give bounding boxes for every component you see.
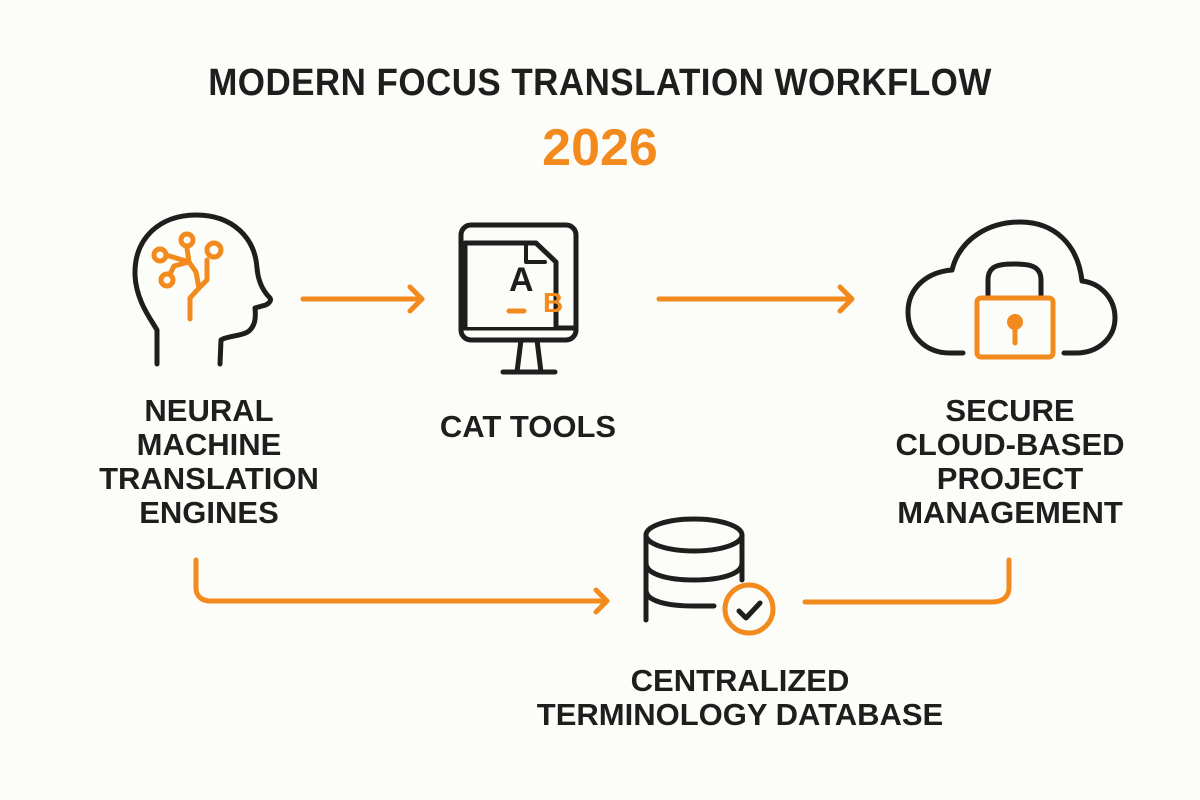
monitor-document-ab-icon <box>458 222 579 375</box>
label-line: TERMINOLOGY DATABASE <box>536 697 944 732</box>
node-label-cloud: SECURE CLOUD-BASED PROJECT MANAGEMENT <box>875 394 1145 530</box>
label-line: TRANSLATION <box>99 461 319 496</box>
label-line: CENTRALIZED <box>630 663 850 698</box>
label-line: CLOUD-BASED <box>895 427 1125 462</box>
line-cloud-to-termdb <box>802 557 1012 605</box>
node-label-cat: CAT TOOLS <box>418 410 638 444</box>
diagram-title: MODERN FOCUS TRANSLATION WORKFLOW <box>208 62 992 104</box>
doc-letter-a: A <box>509 261 534 299</box>
label-line: PROJECT <box>936 461 1084 496</box>
label-line: MANAGEMENT <box>897 495 1123 530</box>
node-label-nmt: NEURAL MACHINE TRANSLATION ENGINES <box>90 394 328 530</box>
database-check-icon <box>643 516 776 636</box>
arrow-cat-to-cloud <box>656 284 855 314</box>
cloud-lock-icon <box>905 219 1118 360</box>
label-line: CAT TOOLS <box>439 409 617 444</box>
head-circuit-icon <box>132 212 273 367</box>
arrow-nmt-to-termdb <box>193 557 610 615</box>
doc-letter-b: B <box>543 287 563 318</box>
label-line: SECURE <box>945 393 1075 428</box>
label-line: ENGINES <box>139 495 279 530</box>
arrow-nmt-to-cat <box>300 284 425 314</box>
label-line: MACHINE <box>136 427 282 462</box>
label-line: NEURAL <box>144 393 274 428</box>
diagram-year: 2026 <box>542 119 658 177</box>
node-label-termdb: CENTRALIZED TERMINOLOGY DATABASE <box>530 664 950 732</box>
